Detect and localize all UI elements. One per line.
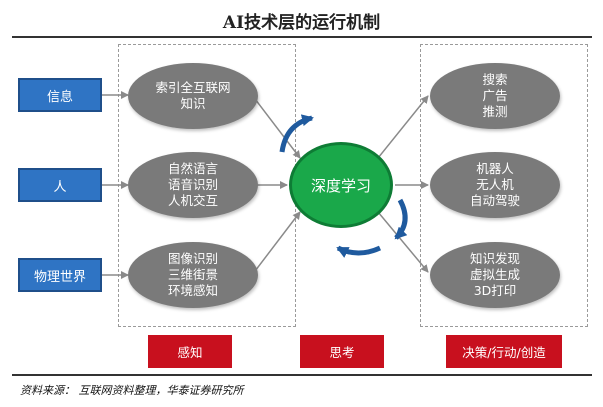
- input-box-info: 信息: [18, 78, 102, 112]
- output-ellipse-creation: 知识发现 虚拟生成 3D打印: [430, 242, 560, 308]
- cycle-arrow-right: [394, 198, 408, 240]
- output-line: 搜索: [482, 72, 508, 87]
- title-rule-top: [12, 36, 592, 38]
- input-box-physical-world: 物理世界: [18, 258, 102, 292]
- output-line: 机器人: [476, 161, 514, 176]
- stage-thinking: 思考: [300, 335, 384, 368]
- output-line: 知识发现: [469, 251, 520, 266]
- arrow-output-3: [377, 211, 429, 273]
- output-line: 广告: [482, 88, 508, 103]
- output-line: 3D打印: [473, 283, 517, 298]
- output-line: 推测: [482, 104, 508, 119]
- deep-learning-node: 深度学习: [289, 142, 393, 228]
- cycle-arrow-bottom: [336, 245, 382, 258]
- cycle-arrow-top-left: [279, 114, 314, 153]
- arrow-output-1: [377, 95, 429, 159]
- perception-line: 三维街景: [167, 267, 218, 282]
- perception-line: 语音识别: [167, 177, 218, 192]
- output-ellipse-search: 搜索 广告 推测: [430, 63, 560, 129]
- perception-line: 索引全互联网: [155, 80, 231, 95]
- output-ellipse-robotics: 机器人 无人机 自动驾驶: [430, 152, 560, 218]
- output-line: 自动驾驶: [469, 193, 520, 208]
- perception-line: 图像识别: [167, 251, 218, 266]
- arrow-perception-1: [251, 94, 301, 159]
- perception-ellipse-vision: 图像识别 三维街景 环境感知: [128, 242, 258, 308]
- perception-line: 知识: [180, 96, 206, 111]
- source-note: 资料来源： 互联网资料整理，华泰证券研究所: [20, 384, 244, 397]
- perception-line: 环境感知: [167, 283, 218, 298]
- footer-rule: [12, 374, 592, 376]
- stage-decision-action-creation: 决策/行动/创造: [446, 335, 562, 368]
- diagram-title: AI技术层的运行机制: [222, 13, 381, 33]
- stage-perception: 感知: [148, 335, 232, 368]
- perception-ellipse-language: 自然语言 语音识别 人机交互: [128, 152, 258, 218]
- perception-line: 人机交互: [167, 193, 218, 208]
- input-box-people: 人: [18, 168, 102, 202]
- arrow-perception-3: [251, 211, 301, 276]
- output-line: 虚拟生成: [469, 267, 520, 282]
- perception-line: 自然语言: [167, 161, 218, 176]
- perception-ellipse-knowledge: 索引全互联网 知识: [128, 63, 258, 129]
- output-line: 无人机: [476, 177, 514, 192]
